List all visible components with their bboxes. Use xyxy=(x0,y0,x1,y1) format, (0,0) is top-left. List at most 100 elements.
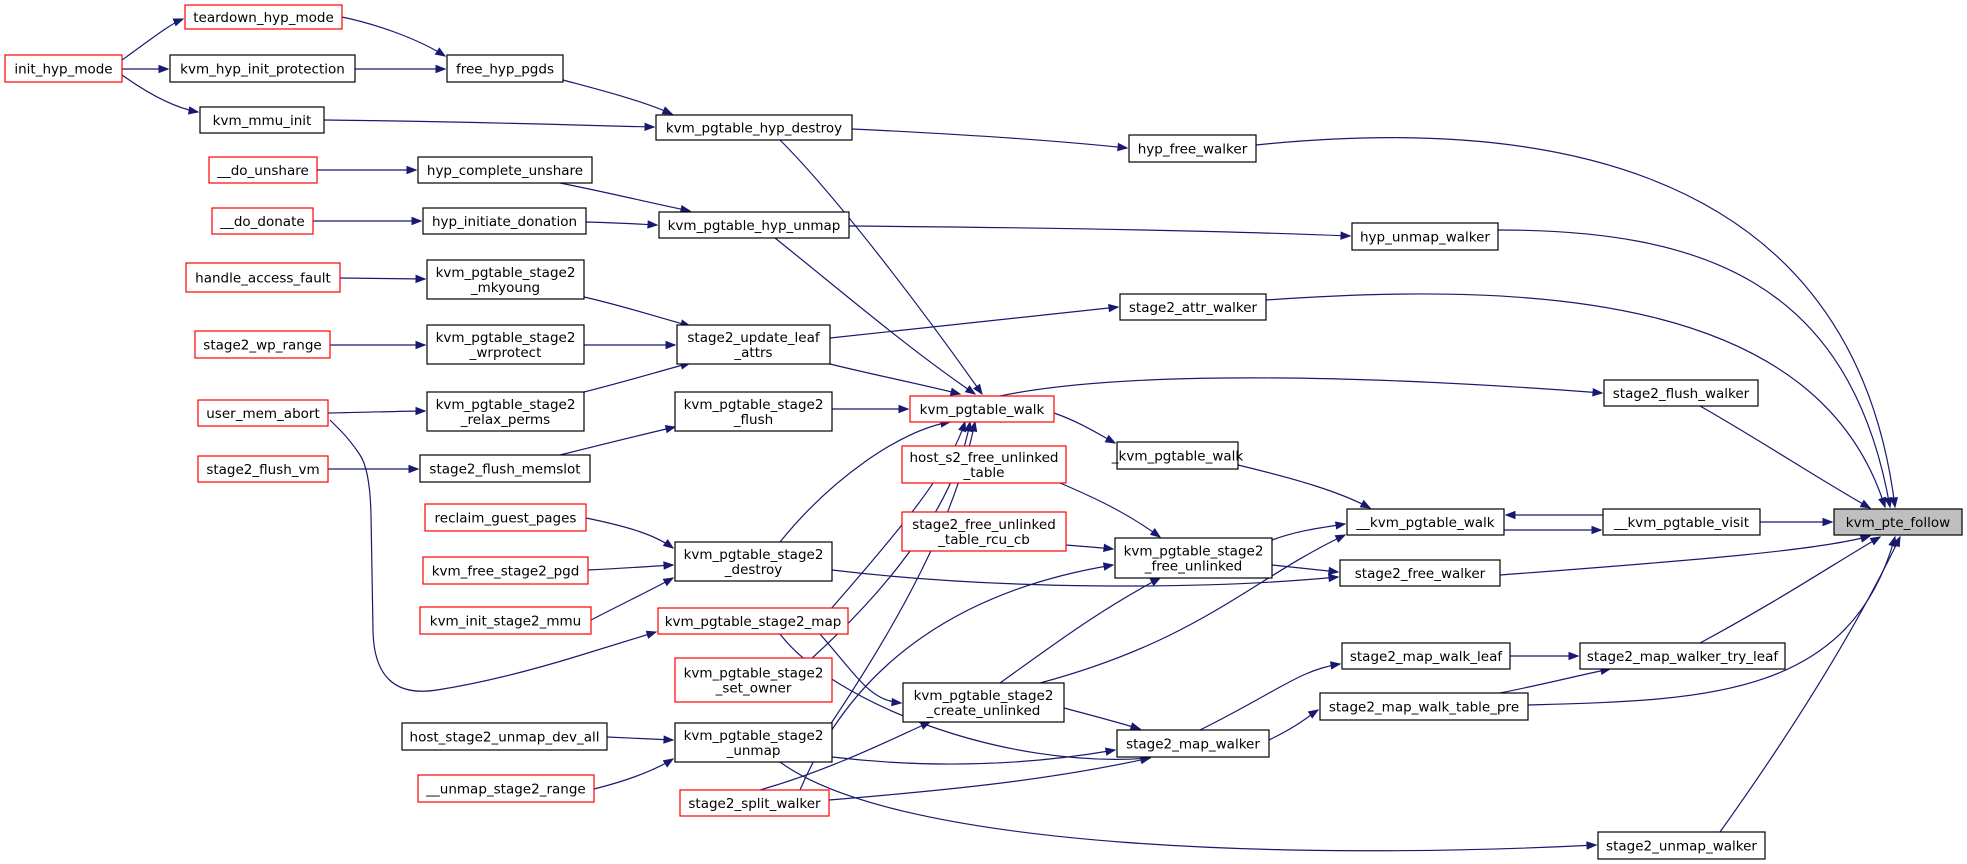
node-reclaim-guest-pages[interactable]: reclaim_guest_pages xyxy=(424,503,587,532)
node-box xyxy=(679,789,830,817)
edge-line xyxy=(585,517,674,549)
arrowhead-icon xyxy=(964,385,977,395)
node-do-unshare[interactable]: __do_unshare xyxy=(208,156,318,184)
node-user-mem-abort[interactable]: user_mem_abort xyxy=(197,399,329,427)
arrowhead-icon xyxy=(1149,527,1162,538)
node-box xyxy=(422,556,589,585)
node-label: __kvm_pgtable_visit xyxy=(1613,515,1749,531)
node-stage2-map-walk-leaf[interactable]: stage2_map_walk_leaf xyxy=(1341,642,1511,670)
node-box xyxy=(901,511,1067,552)
node-label: stage2_free_unlinked xyxy=(912,517,1056,533)
node-kvm-pgtable-stage2-create-unlinked[interactable]: kvm_pgtable_stage2_create_unlinked xyxy=(902,682,1065,723)
node-host-stage2-unmap-dev-all[interactable]: host_stage2_unmap_dev_all xyxy=(401,722,608,751)
node-unmap-stage2-range[interactable]: __unmap_stage2_range xyxy=(417,774,595,803)
node-kvm-pgtable-stage2-set-owner[interactable]: kvm_pgtable_stage2_set_owner xyxy=(674,657,833,703)
arrowhead-icon xyxy=(1591,525,1603,535)
edge-line xyxy=(774,237,976,395)
edge-stage2-map-walker-map-walk-leaf xyxy=(1199,661,1342,731)
edge--kvm-pgtable-walk-kvm-pgtable-walk xyxy=(1237,464,1372,509)
node-kvm-free-stage2-pgd[interactable]: kvm_free_stage2_pgd xyxy=(422,556,589,585)
edge-create-unlinked-kvm-pgtable-walk xyxy=(1039,534,1347,684)
edge-hyp-initiate-donation-kvm-pgtable-hyp-unmap xyxy=(585,220,659,229)
node-stage2-wp-range[interactable]: stage2_wp_range xyxy=(194,330,331,359)
node-kvm-pgtable-stage2-mkyoung[interactable]: kvm_pgtable_stage2_mkyoung xyxy=(426,259,585,300)
arrowhead-icon xyxy=(1340,231,1352,240)
node-kvm-pgtable-walk[interactable]: kvm_pgtable_walk xyxy=(909,395,1055,423)
node-label: kvm_init_stage2_mmu xyxy=(430,614,581,630)
node-box xyxy=(655,114,853,141)
node-kvm-pgtable-stage2-map[interactable]: kvm_pgtable_stage2_map xyxy=(657,607,849,635)
node-handle-access-fault[interactable]: handle_access_fault xyxy=(185,262,341,293)
node-kvm-pgtable-stage2-wrprotect[interactable]: kvm_pgtable_stage2_wrprotect xyxy=(426,324,585,365)
node-label: stage2_wp_range xyxy=(203,338,321,354)
arrowhead-icon xyxy=(1592,388,1604,397)
node-kvm-mmu-init[interactable]: kvm_mmu_init xyxy=(199,106,325,134)
node-kvm-pgtable-walk-dunder[interactable]: __kvm_pgtable_walk xyxy=(1346,508,1505,536)
node-label: _mkyoung xyxy=(470,280,540,296)
edge-stage2-attr-walker-pte-follow xyxy=(1265,293,1887,509)
node-label: _table_rcu_cb xyxy=(937,532,1030,548)
node-box xyxy=(1319,692,1529,721)
edge-line xyxy=(559,426,676,456)
node-label: stage2_update_leaf xyxy=(687,330,820,346)
node-kvm-pgtable-stage2-unmap[interactable]: kvm_pgtable_stage2_unmap xyxy=(674,722,833,763)
node-stage2-map-walker[interactable]: stage2_map_walker xyxy=(1116,729,1270,758)
arrowhead-icon xyxy=(1307,709,1320,719)
node-stage2-flush-walker[interactable]: stage2_flush_walker xyxy=(1603,379,1759,407)
node-kvm-pgtable-walk-underscore[interactable]: _kvm_pgtable_walk xyxy=(1111,441,1244,470)
node-kvm-pgtable-stage2-relax-perms[interactable]: kvm_pgtable_stage2_relax_perms xyxy=(426,391,585,432)
node-stage2-free-unlinked-table-rcu-cb[interactable]: stage2_free_unlinked_table_rcu_cb xyxy=(901,511,1067,552)
node-hyp-initiate-donation[interactable]: hyp_initiate_donation xyxy=(422,207,587,235)
edge-line xyxy=(583,296,691,327)
node-box xyxy=(1128,134,1257,163)
node-init-hyp-mode[interactable]: init_hyp_mode xyxy=(4,54,123,83)
node-box xyxy=(1339,559,1501,587)
edge-init-hyp-mode-kvm-mmu-init xyxy=(121,74,200,115)
node-hyp-unmap-walker[interactable]: hyp_unmap_walker xyxy=(1351,222,1499,251)
node-label: _flush xyxy=(733,412,773,428)
node-host-s2-free-unlinked-table[interactable]: host_s2_free_unlinked_table xyxy=(901,445,1067,484)
node-stage2-flush-memslot[interactable]: stage2_flush_memslot xyxy=(419,454,591,483)
node-label: kvm_pgtable_hyp_destroy xyxy=(666,121,842,137)
node-label: __kvm_pgtable_walk xyxy=(1355,515,1494,531)
node-box xyxy=(426,324,585,365)
node-kvm-pgtable-stage2-free-unlinked[interactable]: kvm_pgtable_stage2_free_unlinked xyxy=(1114,537,1273,579)
edge-hyp-free-walker-pte-follow xyxy=(1255,137,1899,509)
edge-unmap-unmap-walker xyxy=(779,761,1598,852)
node-hyp-complete-unshare[interactable]: hyp_complete_unshare xyxy=(417,156,593,184)
node-kvm-pgtable-visit[interactable]: __kvm_pgtable_visit xyxy=(1602,508,1761,536)
node-stage2-flush-vm[interactable]: stage2_flush_vm xyxy=(197,455,329,483)
node-kvm-pgtable-hyp-unmap[interactable]: kvm_pgtable_hyp_unmap xyxy=(658,211,850,239)
node-stage2-attr-walker[interactable]: stage2_attr_walker xyxy=(1119,293,1267,321)
node-box xyxy=(417,774,595,803)
node-stage2-split-walker[interactable]: stage2_split_walker xyxy=(679,789,830,817)
node-do-donate[interactable]: __do_donate xyxy=(211,207,314,235)
node-kvm-pgtable-stage2-destroy[interactable]: kvm_pgtable_stage2_destroy xyxy=(674,541,833,582)
node-stage2-map-walk-table-pre[interactable]: stage2_map_walk_table_pre xyxy=(1319,692,1529,721)
node-label: kvm_pgtable_stage2 xyxy=(684,728,824,744)
node-stage2-update-leaf-attrs[interactable]: stage2_update_leaf_attrs xyxy=(676,324,831,365)
node-label: hyp_free_walker xyxy=(1138,142,1248,158)
node-stage2-free-walker[interactable]: stage2_free_walker xyxy=(1339,559,1501,587)
node-kvm-hyp-init-protection[interactable]: kvm_hyp_init_protection xyxy=(169,54,356,83)
node-label: _unmap xyxy=(726,743,781,759)
arrowhead-icon xyxy=(172,18,185,27)
edge-map-walk-table-pre-try-leaf xyxy=(1499,666,1612,694)
node-box xyxy=(417,156,593,184)
node-hyp-free-walker[interactable]: hyp_free_walker xyxy=(1128,134,1257,163)
node-box xyxy=(185,262,341,293)
edge-kvm-pgtable-hyp-destroy-hyp-free-walker xyxy=(851,128,1129,152)
edge-kvm-free-stage2-pgd-destroy xyxy=(587,561,675,571)
node-stage2-map-walker-try-leaf[interactable]: stage2_map_walker_try_leaf xyxy=(1579,642,1786,670)
node-label: stage2_flush_vm xyxy=(206,462,319,478)
node-free-hyp-pgds[interactable]: free_hyp_pgds xyxy=(446,54,564,83)
node-box xyxy=(184,4,343,30)
node-kvm-pgtable-stage2-flush[interactable]: kvm_pgtable_stage2_flush xyxy=(674,391,833,432)
node-teardown-hyp-mode[interactable]: teardown_hyp_mode xyxy=(184,4,343,30)
node-kvm-init-stage2-mmu[interactable]: kvm_init_stage2_mmu xyxy=(419,606,592,635)
node-label: kvm_pte_follow xyxy=(1846,515,1950,531)
node-stage2-unmap-walker[interactable]: stage2_unmap_walker xyxy=(1597,831,1766,860)
edge-line xyxy=(848,225,1351,237)
node-box xyxy=(674,391,833,432)
node-kvm-pgtable-hyp-destroy[interactable]: kvm_pgtable_hyp_destroy xyxy=(655,114,853,141)
